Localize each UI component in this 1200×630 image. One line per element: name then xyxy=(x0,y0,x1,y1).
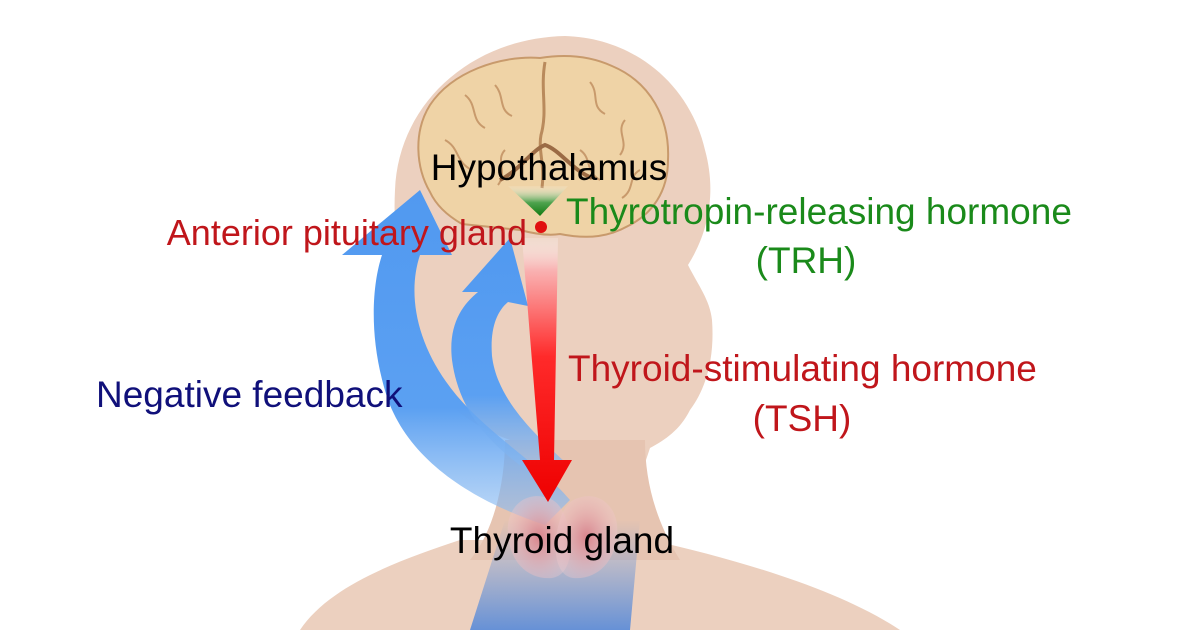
brain-fold-left xyxy=(444,84,513,186)
brain xyxy=(417,55,670,238)
tsh-arrow xyxy=(522,238,572,502)
trh-arrow-head xyxy=(508,186,568,216)
pituitary-dot xyxy=(535,221,547,233)
feedback-arrow-to-hypothalamus xyxy=(342,190,570,525)
tsh-label-line1: Thyroid-stimulating hormone xyxy=(568,348,1037,389)
brain-fold-right xyxy=(579,81,641,199)
brain-fissure xyxy=(538,61,547,189)
negative-feedback-label: Negative feedback xyxy=(96,374,403,415)
thyroid-gland xyxy=(507,496,618,579)
anterior-pituitary-label: Anterior pituitary gland xyxy=(167,212,527,253)
thyroid-lobe-right xyxy=(555,496,618,579)
thyroid-lobe-left xyxy=(507,496,571,579)
trh-label-line1: Thyrotropin-releasing hormone xyxy=(566,191,1072,232)
feedback-arrow-to-pituitary xyxy=(451,238,565,480)
tsh-label-line2: (TSH) xyxy=(753,398,852,439)
ventricles xyxy=(499,142,593,182)
trh-arrow xyxy=(508,186,568,216)
hypothalamus-label: Hypothalamus xyxy=(431,147,668,188)
tsh-arrow-shaft xyxy=(522,238,572,502)
thyroid-gland-label: Thyroid gland xyxy=(450,520,674,561)
trh-label-line2: (TRH) xyxy=(756,240,857,281)
